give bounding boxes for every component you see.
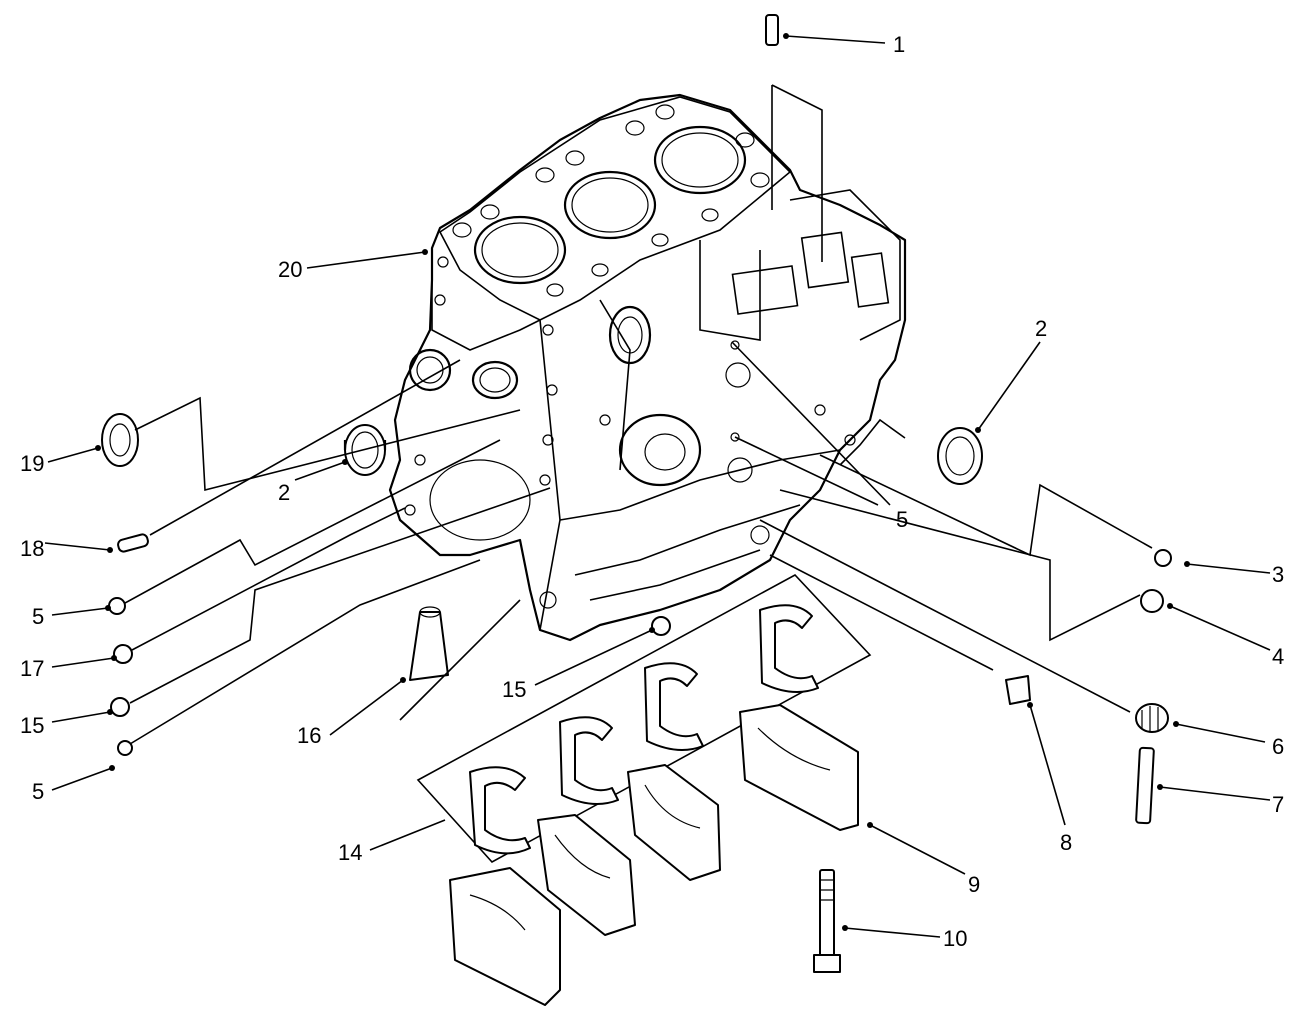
plug xyxy=(651,616,671,636)
callout-label: 17 xyxy=(20,656,44,681)
callout-label: 9 xyxy=(968,872,980,897)
callout-label: 2 xyxy=(1035,316,1047,341)
cylinder-bore xyxy=(653,125,747,195)
callout-label: 16 xyxy=(297,723,321,748)
cylinder-bore xyxy=(563,170,657,240)
plug xyxy=(117,740,133,756)
bearing-cap xyxy=(537,814,636,936)
cylinder-bore xyxy=(473,215,567,285)
plug xyxy=(1154,549,1172,567)
pin xyxy=(117,533,149,553)
callout-label: 7 xyxy=(1272,792,1284,817)
plug xyxy=(113,644,133,664)
callout-label: 10 xyxy=(943,926,967,951)
callout-label: 14 xyxy=(338,840,362,865)
callout-labels: 1 2 2 3 4 5 5 5 6 7 8 9 10 14 15 15 16 1… xyxy=(20,32,1284,951)
oil-seal xyxy=(101,413,139,467)
dowel-pin xyxy=(765,14,779,46)
plug xyxy=(1140,589,1164,613)
callout-label: 2 xyxy=(278,480,290,505)
callout-label: 5 xyxy=(32,779,44,804)
callout-label: 18 xyxy=(20,536,44,561)
callout-label: 5 xyxy=(32,604,44,629)
callout-label: 5 xyxy=(896,507,908,532)
bearing-cap xyxy=(449,867,561,1006)
callout-label: 19 xyxy=(20,451,44,476)
cap xyxy=(1005,675,1031,705)
cylinder-block xyxy=(388,93,907,642)
bolt xyxy=(813,869,841,973)
callout-label: 3 xyxy=(1272,562,1284,587)
callout-label: 15 xyxy=(502,677,526,702)
plug xyxy=(110,697,130,717)
callout-label: 15 xyxy=(20,713,44,738)
leader-lines xyxy=(44,35,1271,938)
callout-label: 4 xyxy=(1272,644,1284,669)
leader-dots xyxy=(95,33,1190,931)
callout-label: 20 xyxy=(278,257,302,282)
callout-label: 6 xyxy=(1272,734,1284,759)
callout-label: 8 xyxy=(1060,830,1072,855)
plug xyxy=(108,597,126,615)
threaded-plug xyxy=(1135,703,1169,733)
stud xyxy=(1135,746,1155,825)
bearing-cap xyxy=(739,704,859,831)
bearing-cap xyxy=(627,764,721,881)
callout-label: 1 xyxy=(893,32,905,57)
seal-ring xyxy=(937,427,983,485)
bearing-shell-set xyxy=(416,574,872,864)
sleeve xyxy=(409,606,449,681)
